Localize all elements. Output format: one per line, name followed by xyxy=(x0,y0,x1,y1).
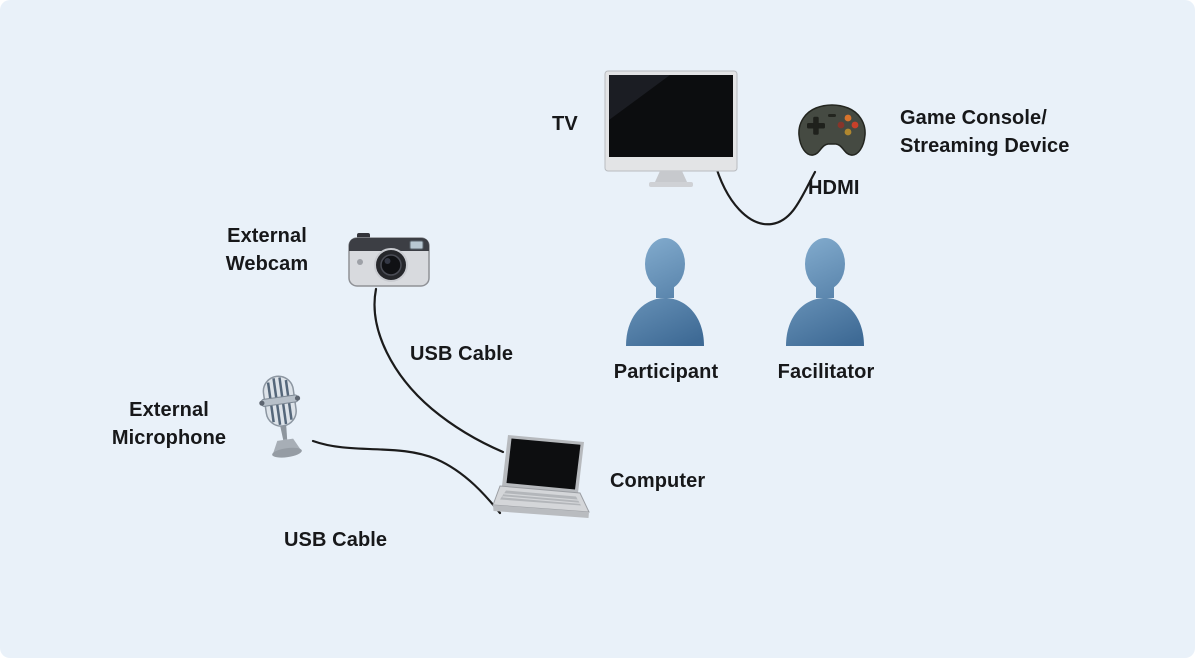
webcam-label-line1: External xyxy=(227,225,307,247)
microphone-label-line2: Microphone xyxy=(111,427,227,449)
computer-label: Computer xyxy=(610,470,706,492)
computer-laptop-icon xyxy=(492,435,596,532)
hdmi-label: HDMI xyxy=(808,177,860,199)
microphone-label-line1: External xyxy=(129,399,209,421)
microphone-usb-cable-line xyxy=(311,439,502,515)
game-console-label-line2: Streaming Device xyxy=(900,135,1070,157)
webcam-label: External Webcam xyxy=(202,222,332,278)
usb-cable-microphone-label: USB Cable xyxy=(284,529,388,551)
participant-person-icon xyxy=(622,238,708,346)
usb-cable-webcam-label: USB Cable xyxy=(410,343,514,365)
webcam-label-line2: Webcam xyxy=(225,253,309,275)
tv-icon xyxy=(604,70,738,188)
microphone-icon xyxy=(244,370,319,464)
facilitator-label: Facilitator xyxy=(777,361,875,383)
webcam-usb-cable-line xyxy=(373,287,505,454)
game-console-label-line1: Game Console/ xyxy=(900,107,1047,129)
facilitator-person-icon xyxy=(782,238,868,346)
microphone-label: External Microphone xyxy=(94,396,244,452)
participant-label: Participant xyxy=(613,361,719,383)
game-console-label: Game Console/ Streaming Device xyxy=(900,104,1069,160)
game-controller-icon xyxy=(796,102,868,160)
tv-label: TV xyxy=(552,113,578,135)
webcam-camera-icon xyxy=(348,231,430,288)
